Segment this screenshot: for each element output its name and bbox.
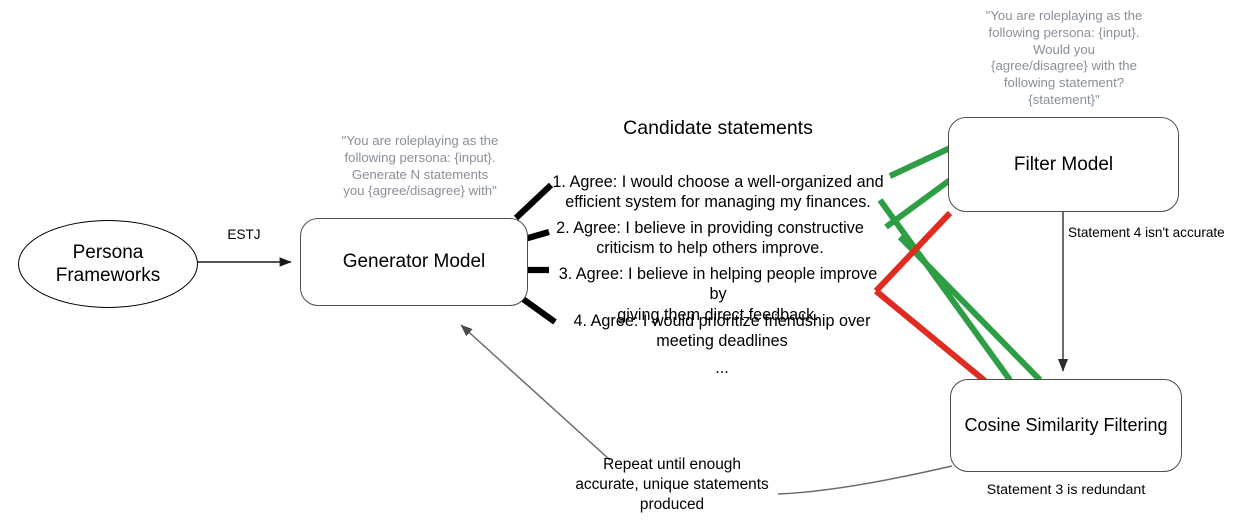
candidate-statement-3-line-2: giving them direct feedback. [617,305,819,324]
caption-statement-3-redundant: Statement 3 is redundant [986,482,1146,498]
filter-prompt-line-2: following persona: {input}. [988,24,1140,40]
edge-label-estj: ESTJ [227,227,261,242]
candidate-statement-1-line-1: 1. Agree: I would choose a well-organize… [552,173,884,191]
candidate-statement-4-line-2: meeting deadlines [656,332,788,351]
cosine-similarity-filtering-label: Cosine Similarity Filtering [964,415,1168,435]
generator-prompt-text: "You are roleplaying as the following pe… [320,133,520,200]
connector-cosine-to-feedback [777,465,953,495]
filter-prompt-line-3: Would you [1032,41,1096,57]
filter-prompt-line-6: {statement}" [1028,91,1100,107]
node-cosine-similarity-filtering[interactable]: Cosine Similarity Filtering [950,379,1182,472]
candidate-statement-1: 1. Agree: I would choose a well-organize… [550,172,886,213]
generator-model-label: Generator Model [342,251,486,272]
connector-feedback-to-generator [460,324,611,461]
filter-prompt-line-4: {agree/disagree} with the [991,58,1137,74]
connector-accepted-2-to-cosine [897,234,1043,383]
persona-frameworks-line-2: Frameworks [55,265,161,286]
node-generator-model[interactable]: Generator Model [300,218,528,306]
feedback-loop-label: Repeat until enough accurate, unique sta… [562,455,782,515]
filter-model-label: Filter Model [1013,153,1114,175]
candidate-statement-2-line-2: criticism to help others improve. [596,239,824,258]
connector-statement-4-rejected [874,288,987,384]
persona-frameworks-line-1: Persona [72,241,144,263]
generator-prompt-line-1: "You are roleplaying as the [341,133,499,148]
candidate-statement-3-line-1: 3. Agree: I believe in helping people im… [558,265,878,304]
edge-label-statement-4-inaccurate: Statement 4 isn't accurate [1068,225,1225,240]
candidate-statement-3: 3. Agree: I believe in helping people im… [548,264,888,325]
filter-prompt-line-1: "You are roleplaying as the [985,8,1143,23]
filter-prompt-text: "You are roleplaying as the following pe… [962,8,1166,109]
node-filter-model[interactable]: Filter Model [948,117,1179,212]
filter-prompt-line-5: following statement? [1003,75,1125,91]
feedback-loop-label-line-3: produced [639,496,705,514]
candidate-statement-1-line-2: efficient system for managing my finance… [565,193,871,212]
generator-prompt-line-4: you {agree/disagree} with" [343,183,497,199]
candidate-statement-2-line-1: 2. Agree: I believe in providing constru… [556,219,864,237]
connector-statement-3-redundant [873,210,953,294]
candidate-statement-4: 4. Agree: I would prioritize friendship … [562,311,882,352]
candidate-statements-heading: Candidate statements [623,117,813,139]
feedback-loop-label-line-1: Repeat until enough [603,456,741,473]
generator-prompt-line-3: Generate N statements [351,166,489,182]
candidate-statement-2: 2. Agree: I believe in providing constru… [550,218,870,259]
candidate-statement-4-line-1: 4. Agree: I would prioritize friendship … [573,312,871,330]
generator-prompt-line-2: following persona: {input}. [344,149,496,165]
connector-statement-1-to-filter [888,145,952,179]
connector-accepted-1-to-cosine [877,198,1013,382]
feedback-loop-label-line-2: accurate, unique statements [575,476,769,494]
node-persona-frameworks[interactable]: Persona Frameworks [18,220,198,308]
candidate-statements-ellipsis: ... [715,359,729,377]
